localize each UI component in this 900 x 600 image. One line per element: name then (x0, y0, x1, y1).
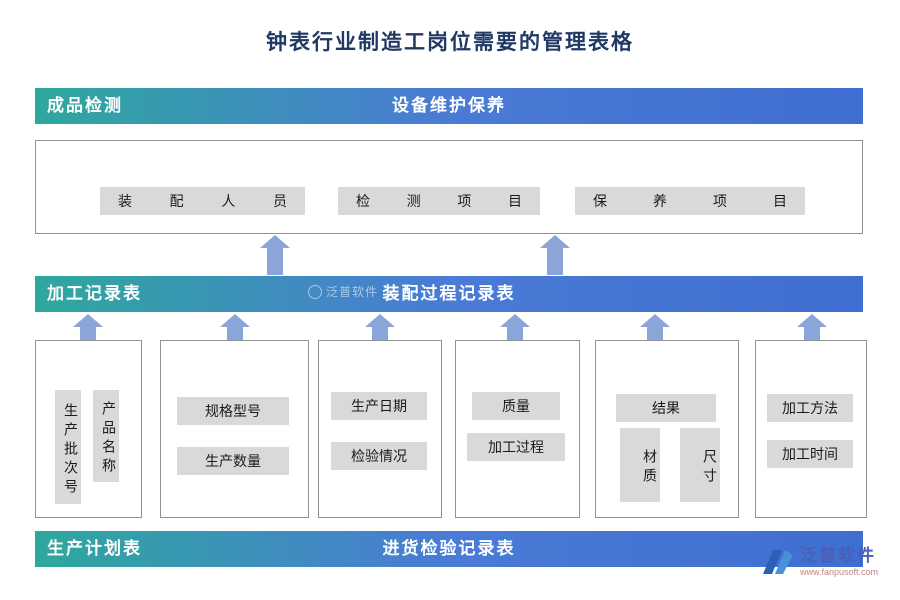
fanpu-logo-name: 泛普软件 (799, 546, 876, 565)
arrow-up-icon (640, 314, 670, 341)
label-process: 加工过程 (467, 433, 565, 461)
detail-box-spec (160, 340, 309, 518)
label-process-method: 加工方法 (767, 394, 853, 422)
banner-top: 成品检测 设备维护保养 (35, 88, 863, 124)
label-production-batch-no: 生产批次号 (55, 390, 81, 504)
label-spec-model: 规格型号 (177, 397, 289, 425)
arrow-stem (647, 327, 663, 341)
detail-box-date (318, 340, 442, 518)
arrow-up-icon (220, 314, 250, 341)
arrow-stem (267, 248, 283, 275)
detail-box-method (755, 340, 867, 518)
arrow-up-icon (73, 314, 103, 341)
detail-box-production-batch (35, 340, 142, 518)
label-maintenance-item: 保养项目 (575, 187, 805, 215)
page-title: 钟表行业制造工岗位需要的管理表格 (266, 30, 634, 54)
label-result: 结果 (616, 394, 716, 422)
banner-top-left-label: 成品检测 (47, 96, 123, 115)
label-size: 尺寸 (680, 428, 720, 502)
arrow-head (220, 314, 250, 327)
label-inspection-item: 检测项目 (338, 187, 540, 215)
detail-box-quality (455, 340, 580, 518)
label-production-qty: 生产数量 (177, 447, 289, 475)
banner-bottom-center-label: 进货检验记录表 (382, 539, 516, 558)
label-production-date: 生产日期 (331, 392, 427, 420)
arrow-up-icon (540, 235, 570, 275)
banner-middle-center-label: 装配过程记录表 (382, 284, 516, 303)
label-inspection-status: 检验情况 (331, 442, 427, 470)
fanpu-logo: 泛普软件 www.fanpusoft.com (760, 546, 878, 579)
label-quality: 质量 (472, 392, 560, 420)
label-process-time: 加工时间 (767, 440, 853, 468)
banner-bottom: 生产计划表 进货检验记录表 (35, 531, 863, 567)
label-product-name: 产品名称 (93, 390, 119, 482)
label-material: 材质 (620, 428, 660, 502)
fanpu-logo-icon (762, 550, 793, 574)
arrow-up-icon (797, 314, 827, 341)
arrow-head (640, 314, 670, 327)
label-assembly-staff: 装配人员 (100, 187, 305, 215)
arrow-stem (227, 327, 243, 341)
arrow-up-icon (500, 314, 530, 341)
fanpu-logo-url: www.fanpusoft.com (799, 566, 878, 577)
arrow-stem (547, 248, 563, 275)
banner-top-center-label: 设备维护保养 (392, 96, 506, 115)
arrow-head (73, 314, 103, 327)
arrow-head (500, 314, 530, 327)
arrow-head (365, 314, 395, 327)
arrow-head (540, 235, 570, 248)
arrow-stem (80, 327, 96, 341)
banner-middle: 加工记录表 装配过程记录表 (35, 276, 863, 312)
banner-bottom-left-label: 生产计划表 (47, 539, 142, 558)
arrow-stem (507, 327, 523, 341)
banner-middle-left-label: 加工记录表 (47, 284, 142, 303)
arrow-up-icon (365, 314, 395, 341)
arrow-up-icon (260, 235, 290, 275)
fanpu-logo-text: 泛普软件 www.fanpusoft.com (799, 546, 878, 578)
arrow-head (797, 314, 827, 327)
arrow-stem (804, 327, 820, 341)
arrow-stem (372, 327, 388, 341)
arrow-head (260, 235, 290, 248)
